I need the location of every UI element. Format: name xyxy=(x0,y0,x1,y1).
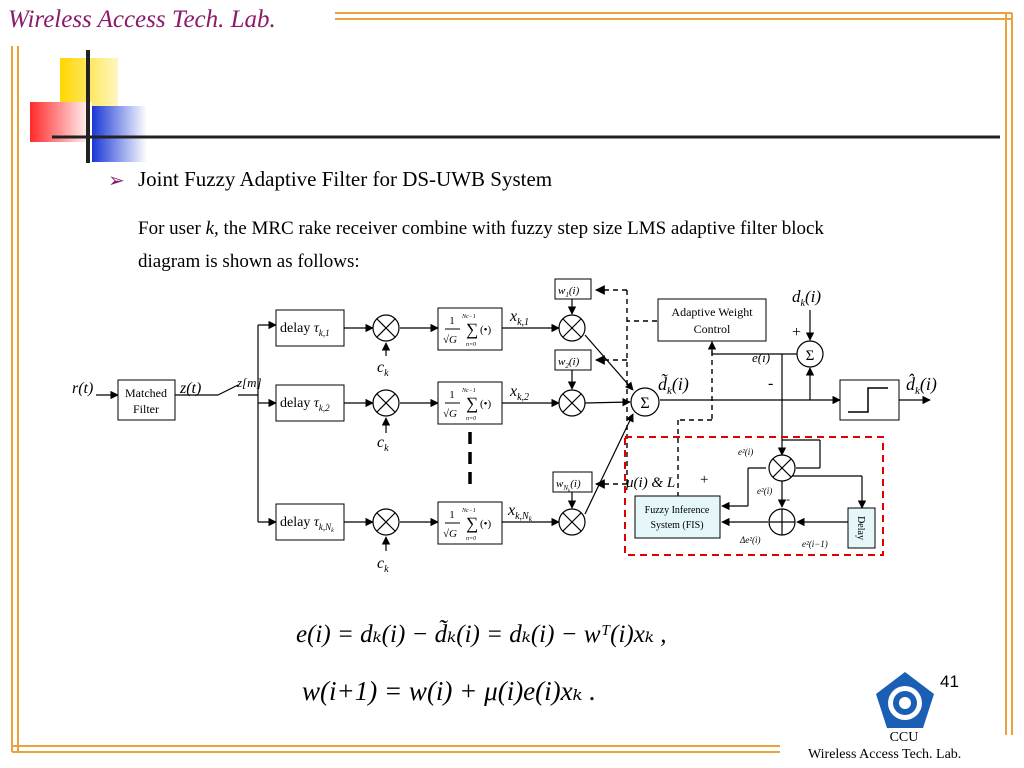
finger-label-3: xk,Nk xyxy=(507,502,533,523)
svg-text:Fuzzy Inference: Fuzzy Inference xyxy=(645,505,710,516)
chip-sum-block-2: 1 √G Nc−1 ∑ (•) n=0 xyxy=(437,381,503,425)
svg-text:delay τk,1: delay τk,1 xyxy=(280,321,330,338)
estimate-label: d̂k(i) xyxy=(906,373,937,397)
e2-prev-label: e²(i−1) xyxy=(802,539,828,549)
weight-box-2: w2(i) xyxy=(554,349,592,371)
code-multiplier-1 xyxy=(372,314,400,342)
matched-filter-label-2: Filter xyxy=(133,402,159,416)
weight-multiplier-2 xyxy=(558,389,586,417)
ccu-logo-icon xyxy=(876,672,934,728)
svg-text:∑: ∑ xyxy=(466,514,478,533)
delta-e2-label: Δe²(i) xyxy=(739,535,760,545)
error-label: e(i) xyxy=(752,350,770,365)
minus-sign-fis: - xyxy=(786,492,790,506)
svg-text:1: 1 xyxy=(449,509,455,521)
unit-delay-block: Delay xyxy=(847,507,876,549)
slide-number: 41 xyxy=(940,672,959,691)
decision-block xyxy=(839,379,900,421)
svg-text:w2(i): w2(i) xyxy=(558,356,580,370)
weight-box-3: wNk(i) xyxy=(552,471,593,494)
e2-label-top: e²(i) xyxy=(738,447,753,457)
svg-text:delay τk,Nk: delay τk,Nk xyxy=(280,515,334,534)
svg-text:n=0: n=0 xyxy=(466,342,476,348)
delta-adder xyxy=(768,508,796,536)
svg-text:√G: √G xyxy=(443,408,457,420)
svg-text:Control: Control xyxy=(694,322,731,336)
user-k: k, xyxy=(205,218,219,239)
svg-text:Σ: Σ xyxy=(640,395,649,412)
error-sum: Σ xyxy=(796,340,824,368)
fuzzy-region xyxy=(624,436,884,556)
delay-block-1: delay τk,1 xyxy=(275,309,345,347)
lab-title: Wireless Access Tech. Lab. xyxy=(8,6,276,33)
description-paragraph: For user k, the MRC rake receiver combin… xyxy=(138,218,824,272)
svg-text:Nc−1: Nc−1 xyxy=(461,388,476,394)
svg-text:∑: ∑ xyxy=(466,394,478,413)
svg-text:(•): (•) xyxy=(480,398,492,410)
svg-text:delay τk,2: delay τk,2 xyxy=(280,396,330,413)
slide-heading: Joint Fuzzy Adaptive Filter for DS-UWB S… xyxy=(138,167,553,191)
code-multiplier-2 xyxy=(372,389,400,417)
svg-text:Σ: Σ xyxy=(806,348,815,364)
svg-text:Adaptive Weight: Adaptive Weight xyxy=(671,305,753,319)
svg-text:1: 1 xyxy=(449,315,455,327)
plus-sign-error: + xyxy=(792,324,801,341)
svg-text:Nc−1: Nc−1 xyxy=(461,314,476,320)
delay-block-2: delay τk,2 xyxy=(275,384,345,422)
weight-multiplier-1 xyxy=(558,314,586,342)
equation-error: e(i) = dₖ(i) − d̃ₖ(i) = dₖ(i) − wᵀ(i)xₖ … xyxy=(296,620,666,648)
svg-text:(•): (•) xyxy=(480,518,492,530)
svg-text:n=0: n=0 xyxy=(466,536,476,542)
matched-filter-block xyxy=(117,379,176,421)
deco-red-square xyxy=(30,102,92,142)
e2-label-mid: e²(i) xyxy=(757,486,772,496)
minus-sign-error: - xyxy=(768,375,773,392)
code-label-2: ck xyxy=(377,434,389,454)
code-label-1: ck xyxy=(377,359,389,379)
weight-multiplier-3 xyxy=(558,508,586,536)
step-size-label: μ(i) & L xyxy=(625,475,675,491)
combiner-sum: Σ xyxy=(630,387,660,417)
desired-label: dk(i) xyxy=(792,287,821,309)
svg-text:Nc−1: Nc−1 xyxy=(461,508,476,514)
combiner-output-label: d̃k(i) xyxy=(658,373,689,397)
svg-text:√G: √G xyxy=(443,528,457,540)
weight-box-1: w1(i) xyxy=(554,278,592,300)
bullet-arrow-icon: ➢ xyxy=(108,170,125,192)
finger-label-1: xk,1 xyxy=(509,308,529,328)
mf-output-label: z(t) xyxy=(179,380,201,397)
svg-text:Delay: Delay xyxy=(855,516,866,540)
svg-text:∑: ∑ xyxy=(466,320,478,339)
svg-text:System (FIS): System (FIS) xyxy=(650,520,703,531)
svg-text:√G: √G xyxy=(443,334,457,346)
chip-sum-block-3: 1 √G Nc−1 ∑ (•) n=0 xyxy=(437,501,503,545)
frame-lines xyxy=(11,12,1013,753)
equation-weight-update: w(i+1) = w(i) + μ(i)e(i)xₖ . xyxy=(302,676,596,706)
finger-label-2: xk,2 xyxy=(509,383,529,403)
svg-text:(•): (•) xyxy=(480,324,492,336)
square-multiplier xyxy=(768,454,796,482)
chip-sum-block-1: 1 √G Nc−1 ∑ (•) n=0 xyxy=(437,307,503,351)
matched-filter-label-1: Matched xyxy=(125,386,167,400)
adaptive-weight-control-block: Adaptive Weight Control xyxy=(657,298,767,342)
svg-text:1: 1 xyxy=(449,389,455,401)
plus-sign-fis: + xyxy=(700,472,708,488)
svg-text:w1(i): w1(i) xyxy=(558,285,580,299)
svg-text:wNk(i): wNk(i) xyxy=(556,478,581,494)
fis-block: Fuzzy Inference System (FIS) xyxy=(634,495,721,539)
sampled-label: z[m] xyxy=(236,375,262,390)
ccu-label: CCU xyxy=(889,730,919,745)
code-multiplier-3 xyxy=(372,508,400,536)
svg-text:n=0: n=0 xyxy=(466,416,476,422)
deco-blue-square xyxy=(92,106,147,162)
input-signal-label: r(t) xyxy=(72,380,93,397)
delay-block-3: delay τk,Nk xyxy=(275,503,345,541)
code-label-3: ck xyxy=(377,555,389,575)
footer-lab-name: Wireless Access Tech. Lab. xyxy=(808,747,962,762)
